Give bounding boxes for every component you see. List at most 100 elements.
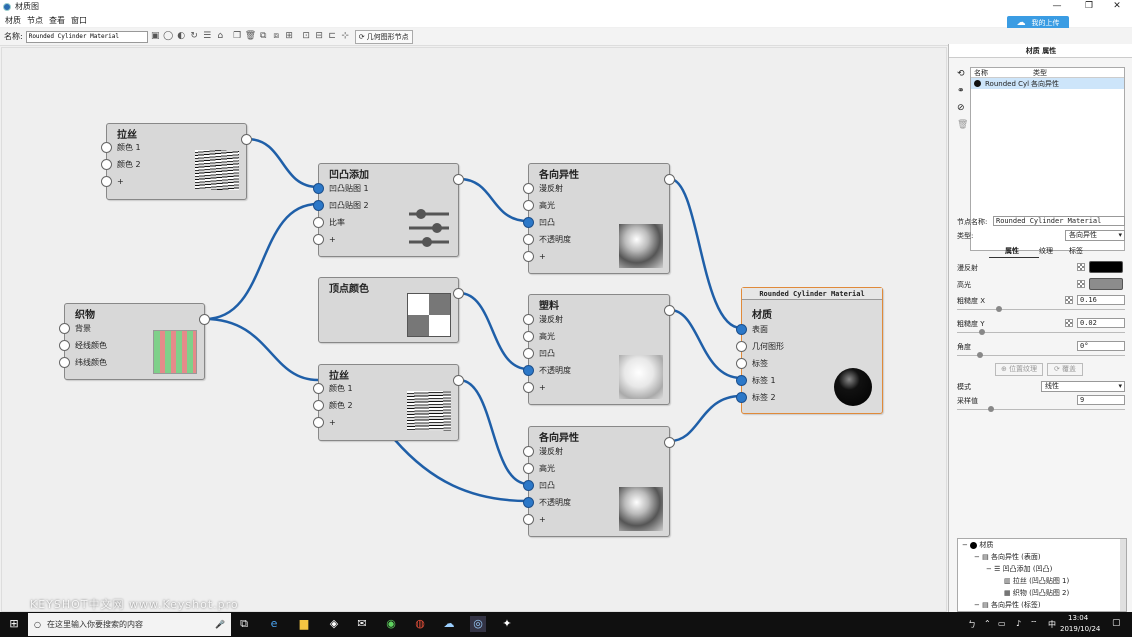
- col-type[interactable]: 类型: [1033, 69, 1047, 77]
- node-vertex-color[interactable]: 顶点颜色: [318, 277, 464, 343]
- angle-field[interactable]: 0°: [1077, 341, 1125, 351]
- roughness-y-slider[interactable]: [957, 329, 1125, 335]
- port-dot[interactable]: [523, 513, 534, 525]
- port-dot[interactable]: [523, 330, 534, 342]
- node-name-field[interactable]: Rounded Cylinder Material: [993, 216, 1125, 226]
- tray-chevron-icon[interactable]: ⌃: [984, 619, 991, 628]
- copy-icon[interactable]: ❐: [233, 31, 242, 41]
- port-color-1[interactable]: 颜色 1: [101, 141, 141, 153]
- duplicate-icon[interactable]: ⧉: [259, 31, 267, 41]
- port-diffuse[interactable]: 漫反射: [523, 182, 563, 194]
- port-dot[interactable]: [59, 339, 70, 351]
- list-item[interactable]: Rounded Cyl 各向异性: [971, 78, 1124, 89]
- texture-checker-icon[interactable]: [1077, 263, 1085, 271]
- tree-item[interactable]: − 材质: [962, 541, 994, 549]
- output-port[interactable]: [664, 174, 675, 185]
- port-bump[interactable]: 凹凸: [523, 216, 555, 228]
- port-dot[interactable]: [101, 141, 112, 153]
- port-dot[interactable]: [313, 216, 324, 228]
- port-dot[interactable]: [523, 182, 534, 194]
- file-explorer-icon[interactable]: ▆: [299, 617, 309, 630]
- link-icon[interactable]: ⚭: [957, 86, 965, 96]
- port-dot[interactable]: [59, 356, 70, 368]
- node-anisotropic-2[interactable]: 各向异性 漫反射 高光 凹凸 不透明度 +: [523, 426, 675, 537]
- port-bump[interactable]: 凹凸: [523, 347, 555, 359]
- port-dot[interactable]: [523, 445, 534, 457]
- port-ratio[interactable]: 比率: [313, 216, 345, 228]
- save-icon[interactable]: ▣: [150, 31, 160, 41]
- close-button[interactable]: ✕: [1113, 1, 1121, 11]
- diffuse-color-swatch[interactable]: [1089, 261, 1123, 273]
- mode-select[interactable]: 线性: [1041, 381, 1125, 392]
- notification-icon[interactable]: ▢: [1112, 618, 1121, 628]
- ime-indicator[interactable]: 中: [1048, 620, 1056, 629]
- port-dot[interactable]: [736, 357, 747, 369]
- roughness-y-field[interactable]: 0.02: [1077, 318, 1125, 328]
- cloud-upload-button[interactable]: ☁ 我的上传: [1007, 16, 1069, 30]
- port-surface[interactable]: 表面: [736, 323, 768, 335]
- material-sphere-icon[interactable]: ◯: [163, 31, 174, 41]
- arrange-icon[interactable]: ⊡: [302, 31, 310, 41]
- port-add[interactable]: +: [523, 381, 546, 393]
- slider-knob[interactable]: [977, 352, 983, 358]
- port-dot[interactable]: [101, 175, 112, 187]
- minimize-button[interactable]: —: [1052, 1, 1062, 11]
- tree-item[interactable]: ▦ 织物 (凹凸贴图 2): [1004, 587, 1069, 599]
- texture-checker-icon[interactable]: [1065, 296, 1073, 304]
- port-dot[interactable]: [523, 381, 534, 393]
- clock-time[interactable]: 13:04: [1068, 614, 1089, 622]
- port-dot[interactable]: [523, 233, 534, 245]
- tree-item[interactable]: − ▤ 各向异性 (表面): [974, 553, 1041, 561]
- port-specular[interactable]: 高光: [523, 330, 555, 342]
- port-opacity[interactable]: 不透明度: [523, 233, 571, 245]
- port-dot[interactable]: [523, 496, 534, 508]
- output-port[interactable]: [664, 437, 675, 448]
- type-select[interactable]: 各向异性: [1065, 230, 1125, 241]
- output-port[interactable]: [241, 134, 252, 145]
- material-name-input[interactable]: [25, 30, 148, 43]
- tray-wifi-icon[interactable]: ⌔: [1030, 619, 1038, 628]
- port-add[interactable]: +: [313, 416, 336, 428]
- collapse-icon[interactable]: ⊏: [328, 31, 336, 41]
- samples-slider[interactable]: [957, 406, 1125, 412]
- trash-icon[interactable]: 🗑: [957, 120, 969, 130]
- port-warp-color[interactable]: 经线颜色: [59, 339, 107, 351]
- node-layout-icon[interactable]: ⊞: [285, 31, 293, 41]
- fit-view-icon[interactable]: ⊟: [315, 31, 323, 41]
- node-plastic[interactable]: 塑料 漫反射 高光 凹凸 不透明度 +: [523, 294, 675, 405]
- col-name[interactable]: 名称: [974, 69, 988, 77]
- menu-node[interactable]: 节点: [27, 15, 43, 25]
- port-diffuse[interactable]: 漫反射: [523, 445, 563, 457]
- port-color-2[interactable]: 颜色 2: [313, 399, 353, 411]
- taskbar-search[interactable]: ○ 在这里输入你要搜索的内容 🎤: [28, 613, 231, 636]
- port-add[interactable]: +: [523, 250, 546, 262]
- port-color-2[interactable]: 颜色 2: [101, 158, 141, 170]
- node-brushed-2[interactable]: 拉丝 颜色 1 颜色 2 +: [313, 364, 464, 441]
- port-label[interactable]: 标签: [736, 357, 768, 369]
- lock-icon[interactable]: ⌂: [217, 31, 224, 41]
- slider-knob[interactable]: [987, 406, 994, 412]
- port-opacity[interactable]: 不透明度: [523, 496, 571, 508]
- port-bump-map-2[interactable]: 凹凸贴图 2: [313, 199, 369, 211]
- clock-date[interactable]: 2019/10/24: [1060, 625, 1101, 633]
- port-dot[interactable]: [523, 216, 534, 228]
- output-port[interactable]: [453, 375, 464, 386]
- port-dot[interactable]: [59, 322, 70, 334]
- port-dot[interactable]: [313, 399, 324, 411]
- node-brushed-1[interactable]: 拉丝 颜色 1 颜色 2 +: [101, 123, 252, 200]
- port-opacity[interactable]: 不透明度: [523, 364, 571, 376]
- geometry-node-button[interactable]: ⟳ 几何图形节点: [354, 29, 413, 44]
- unlink-icon[interactable]: ⊘: [957, 103, 965, 113]
- tab-properties[interactable]: 属性: [1005, 247, 1019, 255]
- node-anisotropic-1[interactable]: 各向异性 漫反射 高光 凹凸 不透明度 +: [523, 163, 675, 274]
- refresh-icon[interactable]: ↻: [190, 31, 198, 41]
- store-icon[interactable]: ◈: [329, 617, 339, 630]
- port-bump-map-1[interactable]: 凹凸贴图 1: [313, 182, 369, 194]
- port-label-1[interactable]: 标签 1: [736, 374, 776, 386]
- wechat-icon[interactable]: ◉: [386, 617, 396, 630]
- keyshot-icon[interactable]: ◎: [470, 616, 486, 632]
- node-material-output[interactable]: Rounded Cylinder Material 材质 表面 几何图形 标签 …: [736, 287, 883, 414]
- tree-item[interactable]: − ☰ 凹凸添加 (凹凸): [986, 565, 1053, 573]
- windows-start-icon[interactable]: ⊞: [9, 617, 19, 630]
- task-view-icon[interactable]: ⧉: [240, 617, 248, 630]
